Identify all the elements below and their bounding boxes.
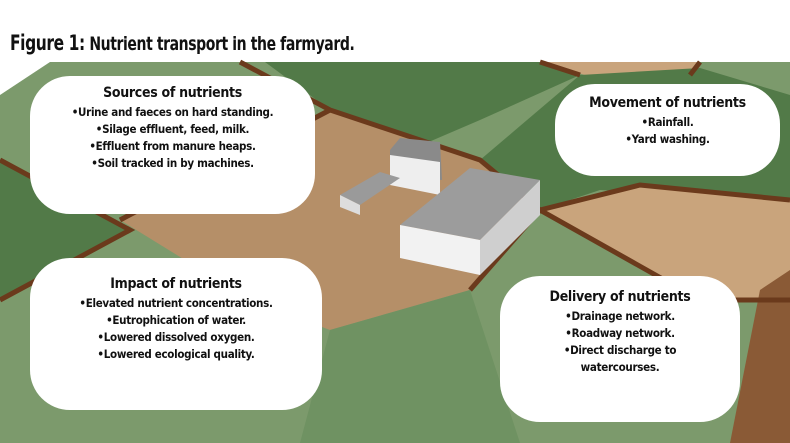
- delivery-heading: Delivery of nutrients: [549, 289, 691, 305]
- list-item: •Lowered dissolved oxygen.: [97, 330, 255, 344]
- field-dark-left: [0, 160, 130, 300]
- movement-box: Movement of nutrients •Rainfall. •Yard w…: [555, 84, 780, 176]
- list-item: •Drainage network.: [565, 309, 675, 323]
- list-item: •Soil tracked in by machines.: [91, 156, 254, 170]
- figure-label: Figure 1:: [10, 31, 85, 55]
- list-item: •Effluent from manure heaps.: [89, 139, 256, 153]
- list-item: •Urine and faeces on hard standing.: [71, 105, 274, 119]
- impact-box: Impact of nutrients •Elevated nutrient c…: [30, 258, 322, 410]
- field-dark-bottom: [300, 290, 520, 443]
- movement-heading: Movement of nutrients: [589, 95, 746, 111]
- list-item: •Yard washing.: [625, 132, 710, 146]
- list-item: •Silage effluent, feed, milk.: [95, 122, 250, 136]
- list-item: •Lowered ecological quality.: [97, 347, 255, 361]
- figure-title: Figure 1: Nutrient transport in the farm…: [10, 31, 355, 55]
- impact-heading: Impact of nutrients: [110, 276, 242, 292]
- field-brown-edge: [730, 270, 790, 443]
- sources-heading: Sources of nutrients: [103, 85, 242, 101]
- list-item: •Eutrophication of water.: [106, 313, 246, 327]
- list-item: •Direct discharge to: [563, 343, 677, 357]
- list-item: •Roadway network.: [565, 326, 675, 340]
- delivery-box: Delivery of nutrients •Drainage network.…: [500, 276, 740, 422]
- list-item: •Rainfall.: [641, 115, 694, 129]
- list-item: watercourses.: [580, 360, 660, 374]
- sources-box: Sources of nutrients •Urine and faeces o…: [30, 76, 315, 214]
- list-item: •Elevated nutrient concentrations.: [79, 296, 273, 310]
- figure-caption: Nutrient transport in the farmyard.: [89, 33, 355, 55]
- farm-buildings: [340, 138, 540, 275]
- field-tan-right: [540, 185, 790, 300]
- field-dark-top: [265, 62, 580, 150]
